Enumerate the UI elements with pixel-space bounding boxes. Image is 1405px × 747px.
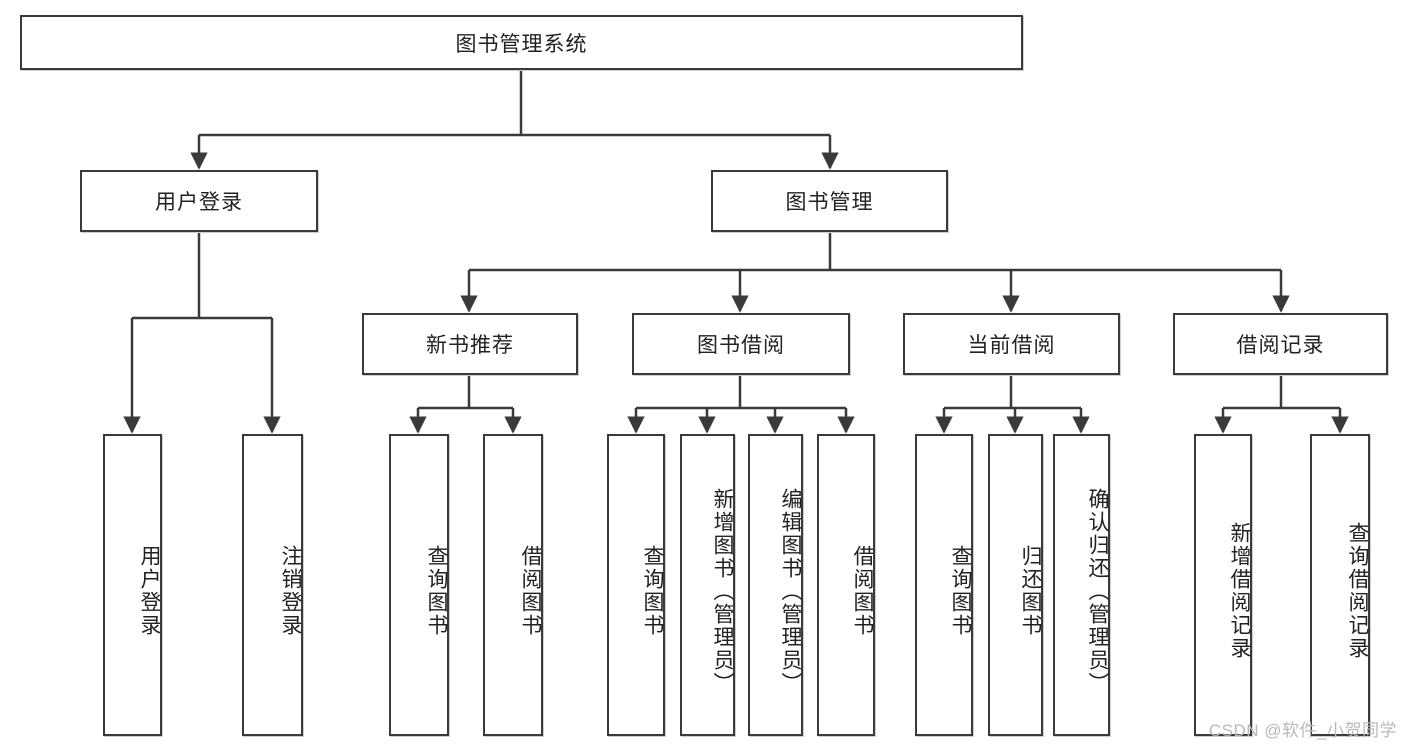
node-leaf-3-label: 查询图书	[425, 545, 448, 637]
node-root[interactable]: 图书管理系统	[20, 15, 1023, 70]
node-leaf-5[interactable]: 查询图书	[607, 434, 665, 736]
node-leaf-12[interactable]: 新增借阅记录	[1194, 434, 1252, 736]
node-leaf-10[interactable]: 归还图书	[988, 434, 1043, 736]
node-leaf-8-label: 借阅图书	[851, 545, 874, 637]
node-leaf-7[interactable]: 编辑图书（管理员）	[748, 434, 803, 736]
node-leaf-9[interactable]: 查询图书	[915, 434, 973, 736]
node-leaf-10-label: 归还图书	[1019, 545, 1042, 637]
node-level3-3-label: 当前借阅	[967, 334, 1056, 357]
node-level3-4[interactable]: 借阅记录	[1173, 313, 1388, 375]
node-level3-1[interactable]: 新书推荐	[362, 313, 578, 375]
node-leaf-11-label: 确认归还（管理员）	[1086, 487, 1109, 695]
node-leaf-5-label: 查询图书	[641, 545, 664, 637]
node-leaf-8[interactable]: 借阅图书	[817, 434, 875, 736]
watermark: CSDN @软件_小贺同学	[1208, 721, 1397, 740]
node-leaf-7-label: 编辑图书（管理员）	[779, 487, 802, 695]
node-leaf-1[interactable]: 用户登录	[103, 434, 162, 736]
node-level3-1-label: 新书推荐	[426, 334, 514, 357]
node-level2-2-label: 图书管理	[785, 191, 874, 214]
node-leaf-11[interactable]: 确认归还（管理员）	[1053, 434, 1110, 736]
node-level3-3[interactable]: 当前借阅	[903, 313, 1120, 375]
node-level3-2[interactable]: 图书借阅	[632, 313, 850, 375]
node-level3-2-label: 图书借阅	[697, 334, 785, 357]
node-level2-1-label: 用户登录	[155, 191, 243, 214]
node-leaf-2[interactable]: 注销登录	[242, 434, 303, 736]
node-leaf-1-label: 用户登录	[138, 545, 161, 637]
node-level3-4-label: 借阅记录	[1236, 334, 1325, 357]
node-root-label: 图书管理系统	[455, 32, 588, 56]
node-leaf-6-label: 新增图书（管理员）	[711, 487, 734, 695]
node-leaf-9-label: 查询图书	[949, 545, 972, 637]
node-leaf-12-label: 新增借阅记录	[1228, 522, 1251, 660]
node-leaf-13-label: 查询借阅记录	[1346, 522, 1369, 660]
node-leaf-4-label: 借阅图书	[519, 545, 542, 637]
node-leaf-13[interactable]: 查询借阅记录	[1310, 434, 1370, 736]
node-leaf-4[interactable]: 借阅图书	[483, 434, 543, 736]
node-level2-1[interactable]: 用户登录	[80, 170, 318, 232]
node-leaf-6[interactable]: 新增图书（管理员）	[680, 434, 735, 736]
node-level2-2[interactable]: 图书管理	[711, 170, 948, 232]
node-leaf-2-label: 注销登录	[279, 545, 302, 637]
node-leaf-3[interactable]: 查询图书	[389, 434, 449, 736]
